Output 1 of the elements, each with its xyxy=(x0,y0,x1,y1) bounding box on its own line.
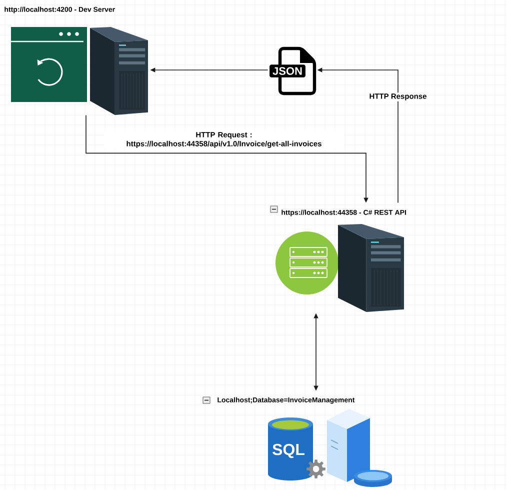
database-cylinder: SQL xyxy=(268,418,313,480)
